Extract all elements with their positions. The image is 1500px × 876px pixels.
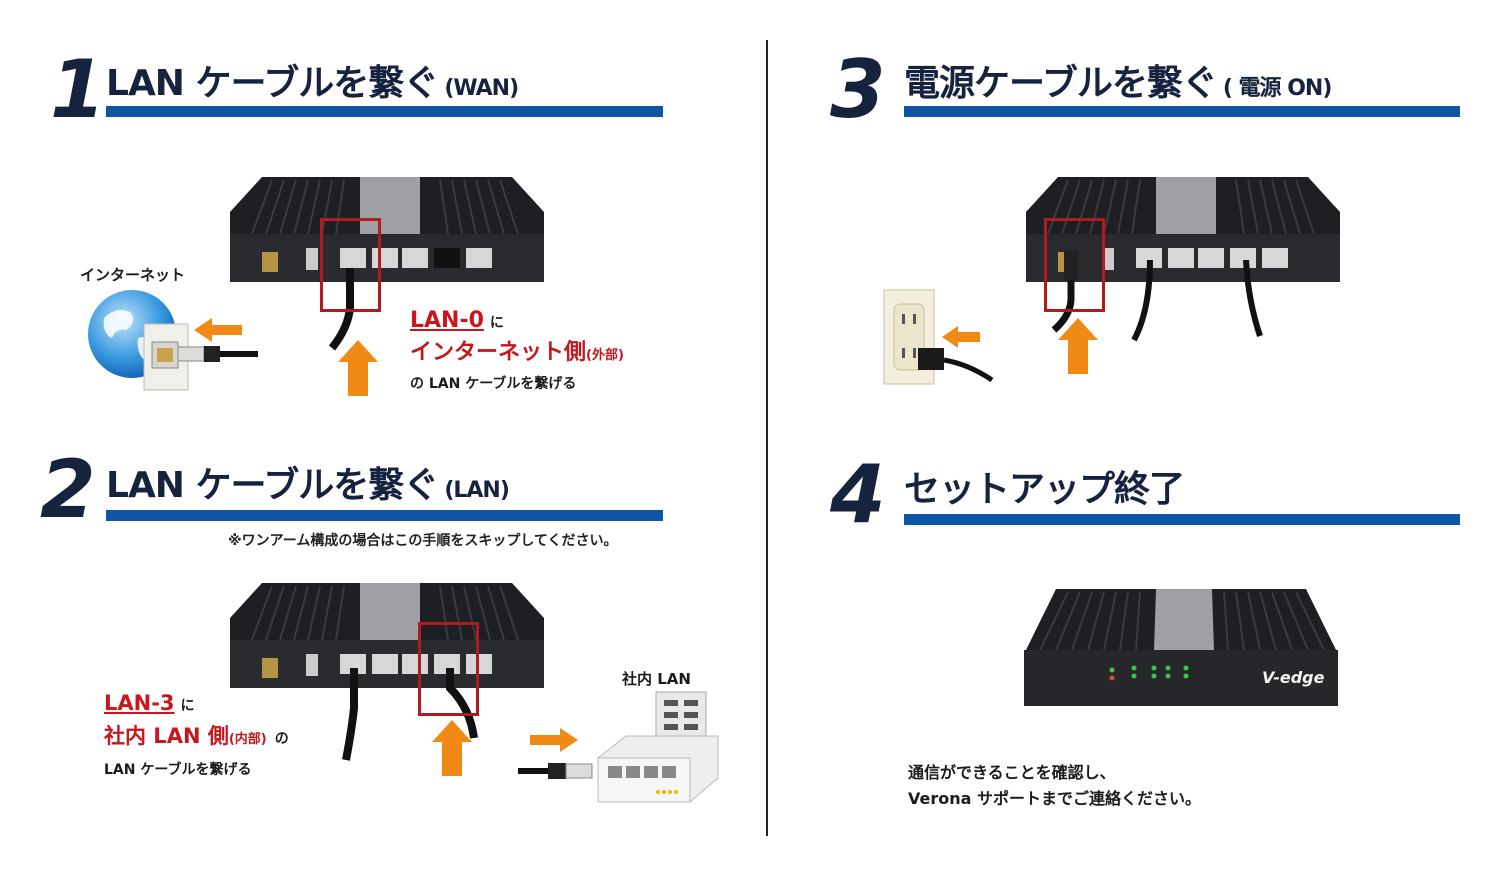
step-4-device-image (1024, 589, 1338, 706)
step-3-power-cable (1051, 250, 1078, 333)
step-1-port-highlight (320, 218, 381, 312)
step-3-title: 電源ケーブルを繋ぐ( 電源 ON) (904, 54, 1333, 106)
step-2-side-sub: (内部) (228, 732, 267, 747)
step-2-title: LAN ケーブルを繋ぐ(LAN) (106, 456, 510, 508)
step-3-title-text: 電源ケーブルを繋ぐ (904, 63, 1218, 104)
step-4-underline (904, 514, 1460, 525)
step-1-side: インターネット側 (410, 340, 587, 365)
step-4-message-line2: Verona サポートまでご連絡ください。 (908, 789, 1202, 808)
network-label: 社内 LAN (622, 670, 691, 688)
step-1-title: LAN ケーブルを繋ぐ(WAN) (106, 54, 519, 106)
step-2-number: 2 (40, 443, 96, 536)
step-2-side-suffix: の (274, 731, 289, 747)
step-1-device-image (230, 177, 544, 282)
step-2-title-sub: (LAN) (444, 478, 510, 503)
step-2-port-name: LAN-3 (104, 691, 175, 715)
step-1-cable (328, 268, 354, 351)
step-2-side: 社内 LAN 側 (104, 724, 229, 748)
step-3-arrow-up-icon (1058, 318, 1098, 374)
step-2-arrow-up-icon (432, 720, 472, 776)
step-2-cable (342, 668, 358, 761)
step-3-title-sub: ( 電源 ON) (1222, 76, 1333, 101)
step-2-cable-b (446, 668, 478, 739)
step-2-skip-note: ※ワンアーム構成の場合はこの手順をスキップしてください。 (228, 533, 618, 549)
center-divider (766, 40, 768, 836)
step-3-extra-cables (1131, 259, 1263, 342)
step-1-side-sub: (外部) (586, 348, 624, 363)
step-3-number: 3 (830, 43, 886, 136)
step-4-title-text: セットアップ終了 (904, 469, 1185, 510)
step-1-title-text: LAN ケーブルを繋ぐ (106, 63, 439, 104)
step-3-arrow-left-icon (942, 326, 980, 348)
step-2-lan-plug-icon (518, 763, 593, 779)
step-2-line3: LAN ケーブルを繋げる (104, 762, 252, 778)
network-switch-icon (597, 735, 719, 803)
step-2-port-suffix: に (180, 698, 195, 714)
step-1-arrow-left-icon (194, 318, 242, 342)
power-plug-icon (918, 348, 994, 383)
step-2-device-image (230, 583, 544, 688)
device-brand-logo: V-edge (1262, 668, 1325, 687)
step-1-line3: の LAN ケーブルを繋げる (410, 376, 577, 392)
step-1-arrow-up-icon (338, 340, 378, 396)
step-4-message-line1: 通信ができることを確認し、 (908, 763, 1116, 782)
step-3-underline (904, 106, 1460, 117)
step-1-number: 1 (50, 43, 106, 136)
step-4-title: セットアップ終了 (904, 460, 1185, 512)
step-1-underline (106, 106, 663, 117)
step-4-number: 4 (830, 448, 886, 541)
step-1-lan-plug-icon (177, 346, 258, 362)
step-1-instruction: LAN-0 に インターネット側(外部) の LAN ケーブルを繋げる (410, 306, 624, 399)
step-3-port-highlight (1044, 218, 1105, 312)
step-1-port-suffix: に (489, 315, 504, 331)
step-2-arrow-right-icon (530, 728, 578, 752)
step-2-port-highlight (418, 622, 479, 716)
step-2-instruction: LAN-3 に 社内 LAN 側(内部) の LAN ケーブルを繋げる (104, 688, 289, 785)
step-2-title-text: LAN ケーブルを繋ぐ (106, 465, 439, 506)
step-2-underline (106, 510, 663, 521)
internet-label: インターネット (80, 266, 186, 284)
step-4-message: 通信ができることを確認し、 Verona サポートまでご連絡ください。 (908, 760, 1201, 812)
step-1-port-name: LAN-0 (410, 308, 484, 333)
step-1-title-sub: (WAN) (444, 76, 519, 101)
